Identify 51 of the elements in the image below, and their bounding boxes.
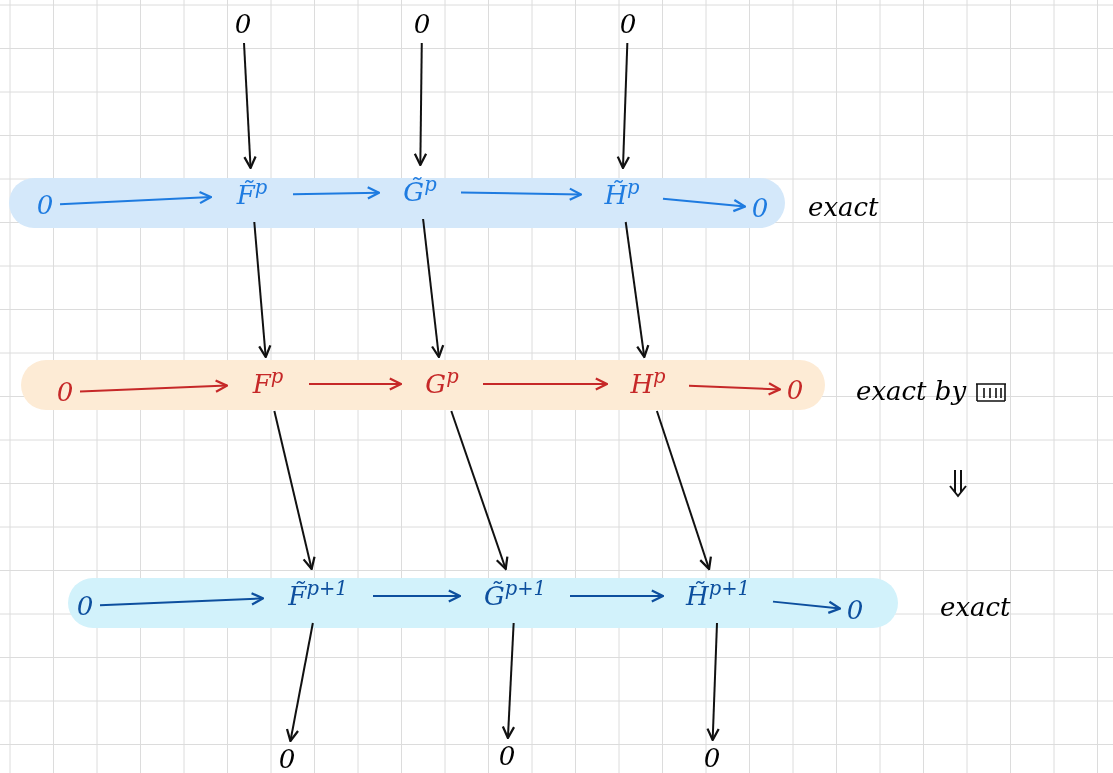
math-term: H$^{p}$: [610, 360, 686, 408]
arrow: [450, 410, 509, 571]
arrow: [413, 42, 428, 167]
math-term: 0: [783, 375, 807, 405]
arrow: [273, 410, 316, 571]
math-term: 0: [53, 377, 77, 407]
math-term: 0: [73, 591, 97, 621]
arrow: [772, 600, 842, 614]
math-term: F̃$^{p}$: [214, 171, 290, 219]
math-term: 0: [699, 743, 725, 773]
math-term: F̃$^{p+1}$: [266, 572, 370, 620]
arrow: [372, 589, 462, 603]
math-term: H̃$^{p+1}$: [666, 572, 770, 620]
arrow: [501, 622, 516, 740]
arrow: [616, 42, 631, 170]
math-term: 0: [33, 190, 57, 220]
arrow: [285, 622, 314, 743]
math-term: 0: [274, 744, 300, 773]
math-term: 0: [409, 8, 435, 40]
highlight-band: [9, 178, 785, 228]
math-term: F$^{p}$: [230, 360, 306, 408]
math-term: G̃$^{p+1}$: [463, 572, 567, 620]
arrow: [482, 377, 609, 391]
arrow: [460, 187, 583, 201]
math-term: 0: [230, 8, 256, 40]
arrow: [422, 218, 445, 359]
highlight-band: [68, 578, 898, 628]
arrow: [308, 377, 403, 391]
math-term: G̃$^{p}$: [382, 168, 458, 216]
math-term: 0: [843, 595, 867, 625]
annotation-text: exact by: [856, 375, 967, 408]
arrow: [569, 589, 665, 603]
arrow: [655, 410, 712, 571]
arrow: [99, 592, 265, 607]
arrow: [79, 379, 229, 393]
math-term: G$^{p}$: [404, 360, 480, 408]
math-term: 0: [615, 8, 641, 40]
arrow: [243, 42, 257, 170]
arrow: [662, 197, 747, 213]
arrow: [253, 221, 272, 359]
arrow: [292, 186, 381, 200]
math-term: 0: [494, 741, 520, 771]
annotation-text: exact: [808, 191, 879, 224]
math-term: H̃$^{p}$: [584, 171, 660, 219]
arrow: [59, 190, 213, 206]
arrow: [706, 622, 720, 742]
annotation-text: exact: [940, 591, 1011, 624]
math-term: 0: [748, 193, 772, 223]
arrow: [688, 382, 782, 396]
arrow: [624, 221, 650, 359]
highlight-band: [21, 360, 825, 410]
